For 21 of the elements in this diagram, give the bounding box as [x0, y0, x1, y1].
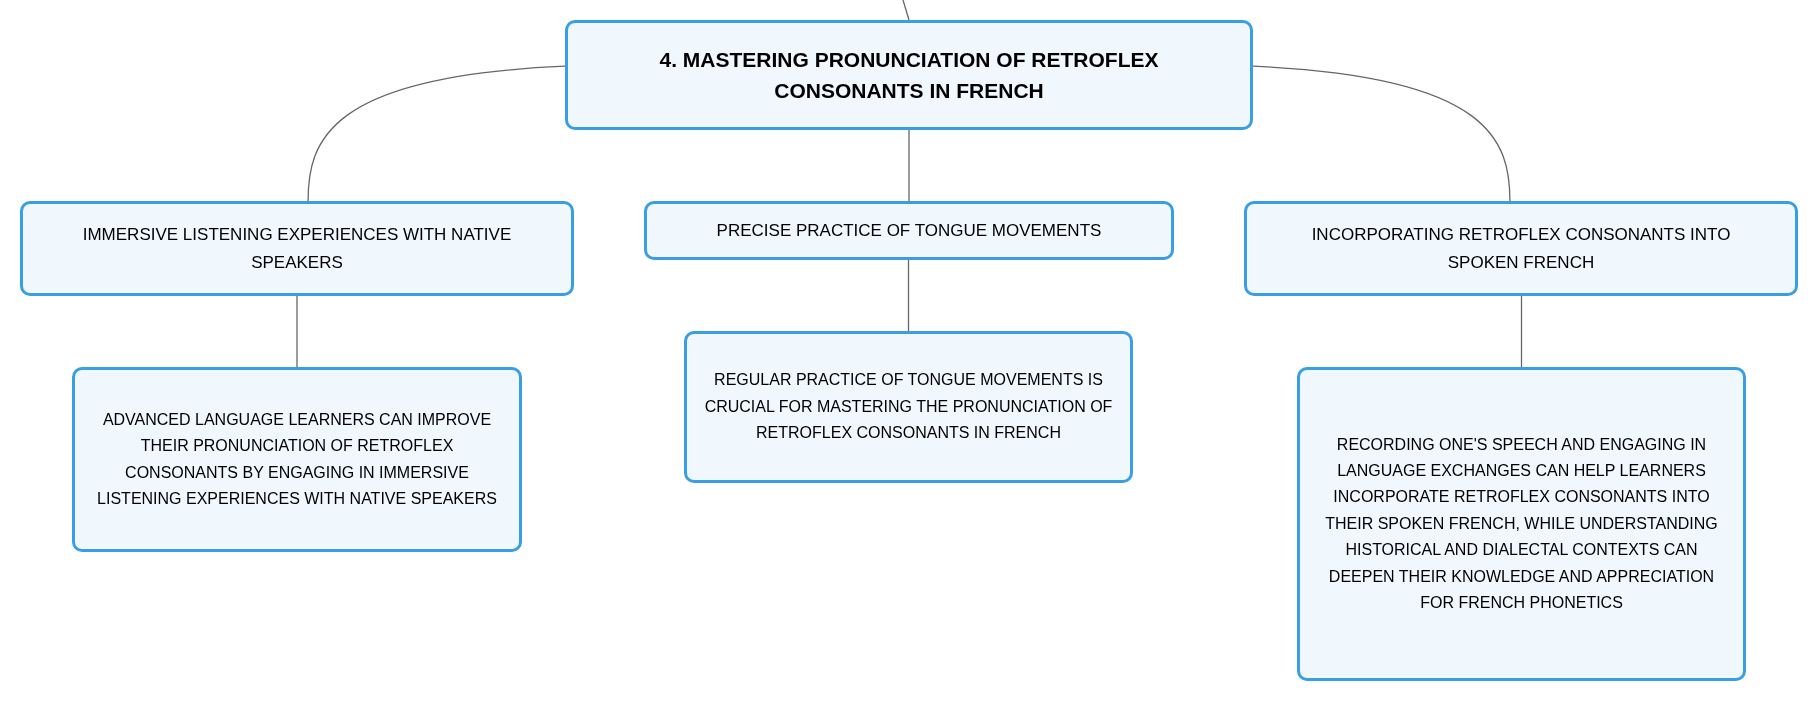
node-text: INCORPORATING RETROFLEX CONSONANTS INTO SPOKEN FRENCH: [1310, 224, 1732, 274]
subtopic-box: [1297, 367, 1746, 681]
connector-line: [908, 129, 910, 202]
node-text: 4. MASTERING PRONUNCIATION OF RETROFLEX CONSONANTS IN FRENCH: [658, 46, 1160, 104]
subtopic-box: [72, 367, 522, 552]
connector-line: [902, 0, 910, 21]
node-text: RECORDING ONE'S SPEECH AND ENGAGING IN LANGUAGE EXCHANGES CAN HELP LEARNERS INCORPORATE RETROFLEX CONSONANTS INTO THEIR SPOKEN FRENCH, WHILE UNDERSTANDING HISTORICAL AND DIALECTAL CONTEXTS CAN DEEPEN THEIR KNOWLEDGE AND APPRECIATION FOR FRENCH PHONETICS: [1324, 434, 1719, 613]
node-text: PRECISE PRACTICE OF TONGUE MOVEMENTS: [715, 219, 1103, 242]
subtopic-box: [20, 201, 574, 296]
connector-line: [907, 259, 910, 332]
node-text: IMMERSIVE LISTENING EXPERIENCES WITH NATIVE SPEAKERS: [81, 224, 513, 274]
connector-line: [307, 65, 566, 202]
subtopic-box: [1244, 201, 1798, 296]
connector-line: [1252, 65, 1511, 202]
topic-box: [565, 20, 1253, 130]
connector-line: [1520, 295, 1523, 368]
subtopic-box: [644, 201, 1174, 260]
node-text: REGULAR PRACTICE OF TONGUE MOVEMENTS IS CRUCIAL FOR MASTERING THE PRONUNCIATION OF RETROFLEX CONSONANTS IN FRENCH: [703, 370, 1114, 444]
subtopic-box: [684, 331, 1133, 483]
connector-line: [296, 295, 298, 368]
node-text: ADVANCED LANGUAGE LEARNERS CAN IMPROVE THEIR PRONUNCIATION OF RETROFLEX CONSONANTS BY ENGAGING IN IMMERSIVE LISTENING EXPERIENCES WITH NATIVE SPEAKERS: [96, 409, 498, 509]
